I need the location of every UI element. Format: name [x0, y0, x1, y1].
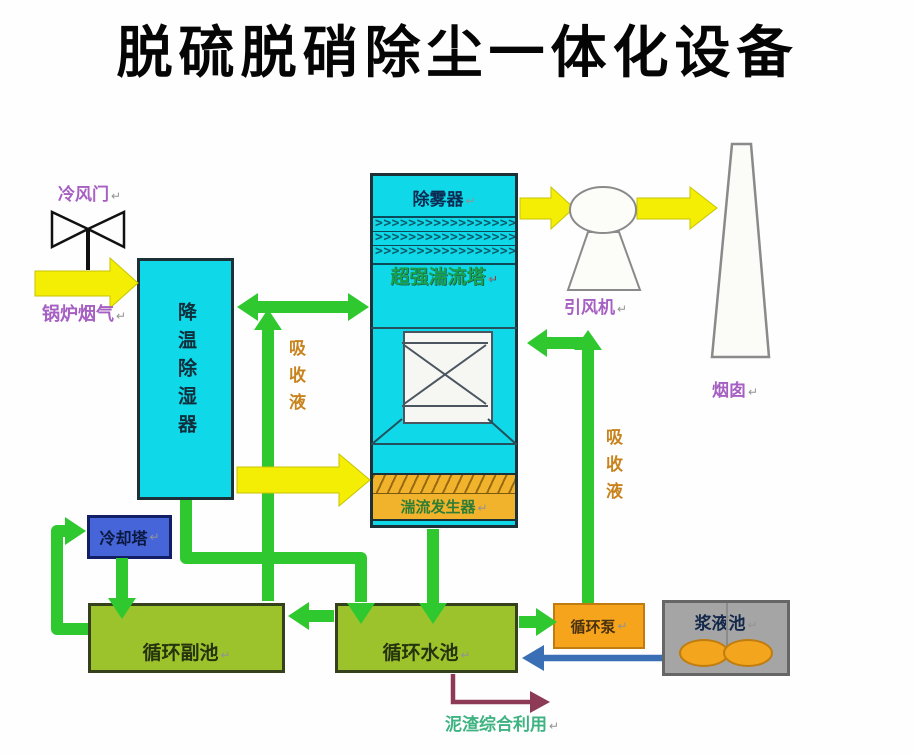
absorption-liquid-label-right: 吸收液 [603, 428, 622, 509]
chevron-row: >>>>>>>>>>>>>>>>>> [375, 246, 515, 259]
turbulence-generator-label: 湍流发生器↵ [400, 499, 488, 516]
cooling-dehumidifier-label: 降温除湿器 [175, 302, 196, 442]
hatch-pattern [373, 475, 515, 494]
demister-chevron-band: >>>>>>>>>>>>>>>>>> >>>>>>>>>>>>>>>>>> >>… [373, 216, 515, 265]
cold-air-door-label: 冷风门↵ [58, 185, 122, 204]
cooling-dehumidifier-box: 降温除湿器 [137, 258, 234, 500]
slurry-divider [726, 603, 728, 647]
fan-to-chimney-arrow [636, 185, 718, 231]
turbulent-tower-box: 除雾器↵ >>>>>>>>>>>>>>>>>> >>>>>>>>>>>>>>>>… [370, 173, 518, 528]
agitator-icon [679, 639, 729, 667]
fan-icon [566, 186, 642, 291]
circulation-pump-box: 循环泵↵ [553, 603, 645, 649]
boiler-flue-gas-label: 锅炉烟气↵ [42, 304, 127, 324]
chevron-row: >>>>>>>>>>>>>>>>>> [373, 218, 515, 232]
sludge-line [450, 674, 532, 705]
main-pool-box: 循环水池↵ [335, 603, 518, 673]
arrowhead-into-dehumidifier [237, 293, 258, 321]
page-title: 脱硫脱硝除尘一体化设备 [116, 23, 799, 85]
chimney-shape [710, 142, 771, 359]
chevron-row: >>>>>>>>>>>>>>>>>> [373, 232, 515, 246]
absorption-liquid-label-left: 吸收液 [286, 339, 305, 420]
aux-pool-label: 循环副池↵ [142, 643, 231, 664]
slurry-pool-label: 浆液池↵ [694, 614, 758, 633]
cooling-tower-box: 冷却塔↵ [87, 515, 172, 559]
pump-riser-line [546, 337, 594, 603]
cooling-loop-line [51, 525, 88, 635]
demister-label: 除雾器↵ [412, 190, 476, 209]
arrowhead-into-tower-right [527, 329, 547, 357]
dehumidifier-drain-line [180, 500, 367, 602]
induced-draft-fan-label: 引风机↵ [564, 298, 628, 317]
turbulent-tower-label: 超强湍流塔↵ [390, 267, 498, 288]
agitator-icon [723, 639, 773, 667]
tower-to-fan-arrow [519, 185, 575, 231]
turbulence-generator-band: 湍流发生器↵ [373, 473, 515, 521]
main-pool-label: 循环水池↵ [382, 643, 471, 664]
arrowhead-pump-riser-up [574, 330, 602, 350]
arrowhead-slurry-feed [522, 645, 544, 671]
arrowhead-into-cooling-tower [65, 517, 86, 545]
gas-to-tower-arrow [236, 452, 371, 508]
valve-icon [50, 210, 126, 270]
arrowhead-riser-up [254, 309, 282, 330]
aux-pool-box: 循环副池↵ [88, 603, 285, 673]
chimney-label: 烟囱↵ [712, 381, 759, 400]
arrowhead-into-aux-pool [288, 602, 309, 630]
slurry-pool-box: 浆液池↵ [662, 600, 790, 676]
arrowhead-into-tower-left [348, 293, 369, 321]
sludge-utilization-label: 泥渣综合利用↵ [445, 715, 560, 734]
packing-section [403, 331, 493, 424]
